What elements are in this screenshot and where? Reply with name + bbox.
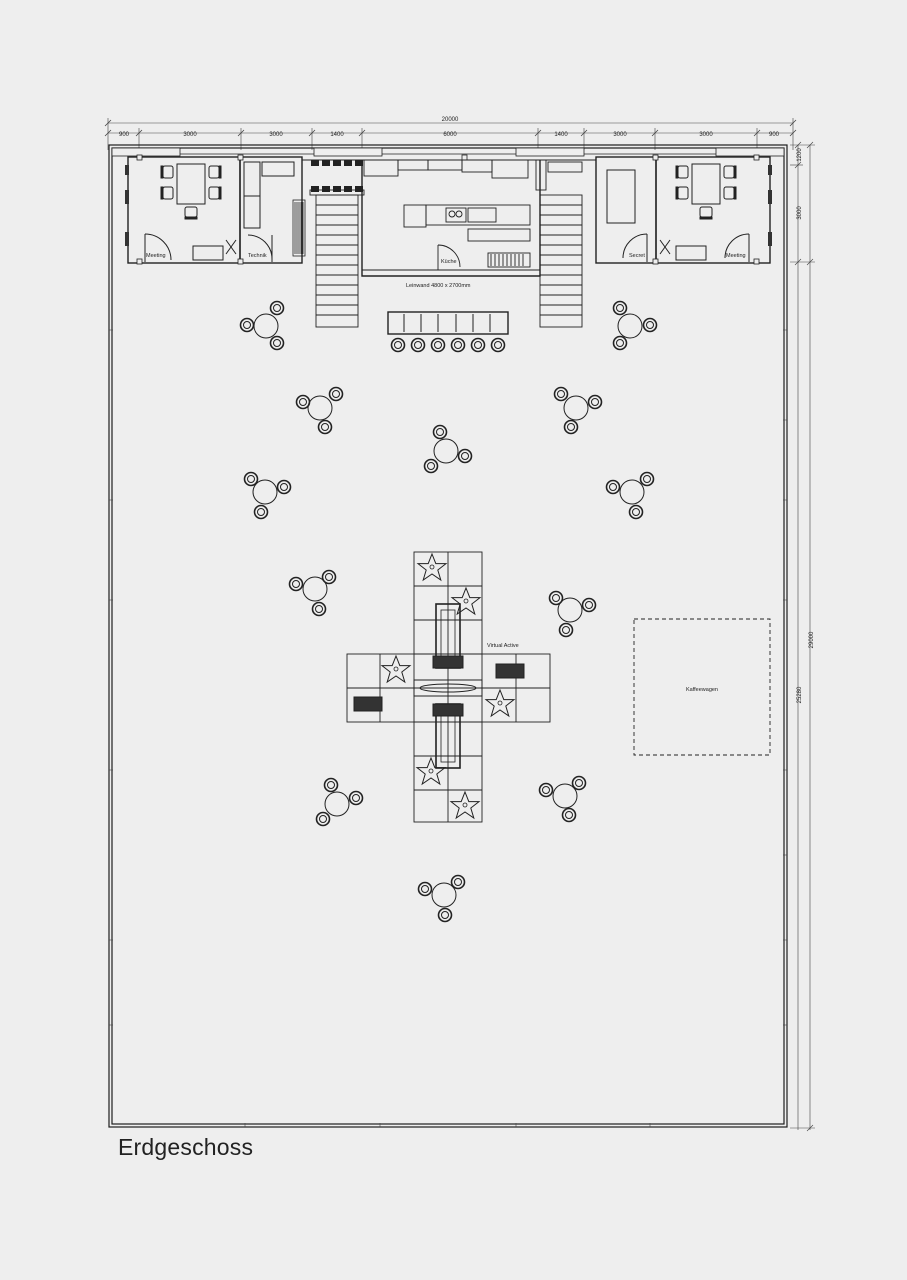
bistro-table	[288, 569, 337, 617]
bistro-table	[612, 300, 658, 351]
wall-heaters	[125, 165, 772, 246]
meeting-table-right	[675, 163, 750, 262]
top-wall	[111, 147, 785, 157]
svg-text:3000: 3000	[269, 132, 283, 138]
dim-right-band: 3000	[797, 206, 803, 220]
room-label-secret: Secret	[629, 253, 645, 259]
virtual-active-grid	[346, 551, 551, 823]
floor-caption: Erdgeschoss	[118, 1134, 254, 1160]
svg-text:1400: 1400	[554, 132, 568, 138]
bistro-table	[548, 590, 597, 638]
virtual-active-label: Virtual Active	[487, 643, 519, 649]
svg-text:1400: 1400	[330, 132, 344, 138]
bistro-table	[553, 386, 603, 435]
room-label-meeting-left: Meeting	[146, 253, 166, 259]
dimension-lines-right	[790, 141, 815, 1132]
dim-right-total: 29000	[809, 631, 815, 648]
technik-furniture	[243, 161, 295, 262]
wall-ticks	[109, 329, 787, 1127]
svg-text:900: 900	[119, 132, 130, 138]
room-label-kueche: Küche	[441, 259, 457, 265]
counter-stools	[311, 160, 363, 192]
meeting-table-left	[144, 163, 237, 262]
svg-text:3000: 3000	[613, 132, 627, 138]
bistro-table	[538, 775, 587, 823]
svg-text:3000: 3000	[183, 132, 197, 138]
svg-text:6000: 6000	[443, 132, 457, 138]
kitchen-furniture	[363, 159, 583, 270]
svg-text:3000: 3000	[699, 132, 713, 138]
screen-stage	[387, 311, 509, 335]
dim-total-width: 20000	[442, 117, 459, 123]
room-label-meeting-right: Meeting	[726, 253, 746, 259]
screen-stools	[390, 337, 506, 353]
screen-label: Leinwand 4800 x 2700mm	[406, 283, 471, 289]
stairs-right	[539, 194, 583, 328]
stairs-left	[309, 189, 365, 328]
svg-text:900: 900	[769, 132, 780, 138]
columns	[136, 154, 760, 265]
kaffeewagen-label: Kaffeewagen	[686, 687, 718, 693]
bistro-table	[315, 777, 364, 827]
kaffeewagen-area	[633, 618, 771, 756]
secret-room-furniture	[606, 169, 671, 262]
bistro-table	[243, 471, 292, 520]
bistro-table	[423, 424, 473, 474]
coat-rack-left	[292, 199, 306, 257]
bistro-table	[239, 300, 285, 351]
room-label-technik: Technik	[248, 253, 267, 259]
bistro-table	[605, 471, 655, 520]
dim-left-inner: 25280	[797, 686, 803, 703]
hall-outline	[108, 144, 788, 1128]
dim-segments: 900 3000 3000 1400 6000 1400 3000 3000 9…	[119, 132, 780, 138]
bistro-table	[417, 874, 466, 923]
dimension-lines-top	[104, 118, 797, 150]
dim-right-top: 1200	[797, 148, 803, 162]
bistro-tables	[239, 300, 658, 923]
fitness-equipment	[353, 603, 525, 769]
bistro-table	[295, 386, 344, 435]
